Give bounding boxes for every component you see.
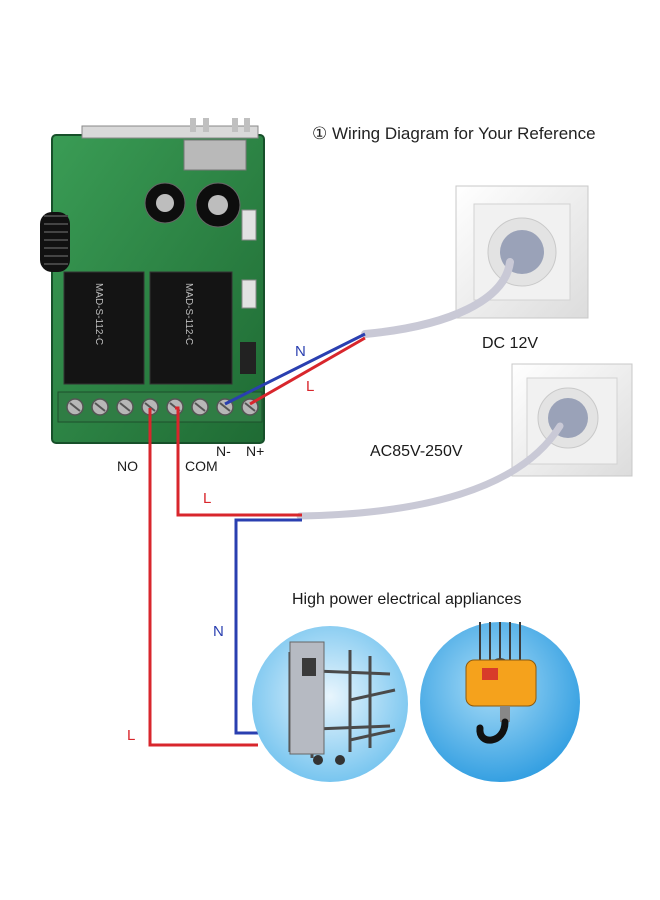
terminal-block	[57, 391, 263, 423]
wire-label-n-load: N	[213, 623, 224, 640]
dc-live-wire	[249, 336, 366, 406]
wire-label-l-ac: L	[203, 490, 212, 507]
terminal-n-plus-label: N+	[246, 443, 265, 459]
relay-1: MAD-S-112-C	[63, 271, 145, 385]
terminal-n-minus-label: N-	[216, 443, 231, 459]
terminal-no-label: NO	[117, 458, 138, 474]
crane-hook-icon	[420, 622, 580, 782]
antenna-coil	[40, 212, 70, 272]
com-live-wire	[175, 406, 302, 517]
diagram-title: ① Wiring Diagram for Your Reference	[312, 124, 596, 143]
appliances-label: High power electrical appliances	[292, 591, 522, 608]
relay-2: MAD-S-112-C	[149, 271, 233, 385]
header-pins	[190, 118, 250, 132]
ac-outlet	[511, 363, 633, 477]
dc-outlet-label: DC 12V	[482, 335, 539, 352]
wire-label-n-dc: N	[295, 343, 306, 360]
no-live-wire	[148, 408, 258, 747]
relay-2-text: MAD-S-112-C	[183, 283, 194, 345]
ac-cable	[296, 422, 564, 520]
capacitor-2	[195, 182, 241, 228]
ac-outlet-label: AC85V-250V	[370, 443, 463, 460]
capacitor-1	[144, 182, 186, 224]
dc-outlet	[455, 185, 589, 319]
wire-label-l-load: L	[127, 727, 136, 744]
gate-appliance-icon	[252, 626, 408, 782]
dc-cable	[361, 258, 514, 338]
dc-neutral-wire	[224, 332, 366, 406]
terminal-com-label: COM	[185, 458, 218, 474]
relay-board: MAD-S-112-C MAD-S-112-C	[40, 118, 265, 444]
wire-label-l-dc: L	[306, 378, 315, 395]
load-neutral-wire	[234, 518, 302, 735]
relay-1-text: MAD-S-112-C	[93, 283, 104, 345]
